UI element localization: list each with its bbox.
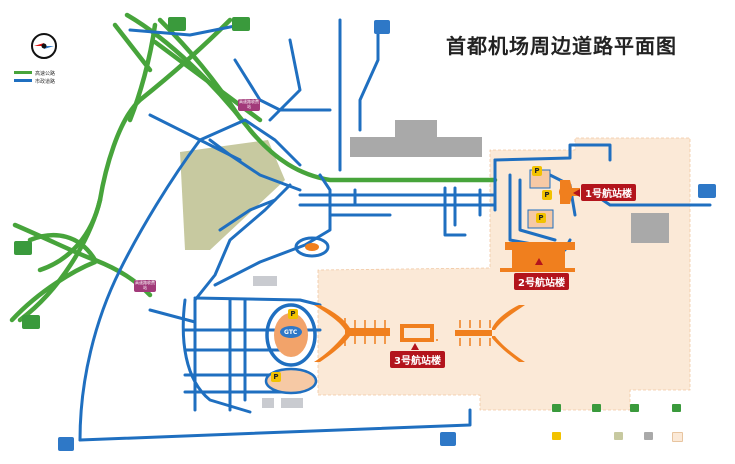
gtc-label: GTC — [284, 329, 298, 336]
legend-expressway-line — [14, 71, 32, 74]
greenbelt-area — [180, 140, 285, 250]
legend-city-road-label: 市政道路 — [35, 79, 56, 85]
legend-building-swatch — [644, 432, 653, 440]
exit-sign — [14, 241, 32, 255]
toll-station-sign-top: 高速路收费站 — [238, 99, 260, 111]
legend-city-road-line — [14, 79, 32, 82]
exit-sign — [22, 315, 40, 329]
building-mid — [253, 276, 277, 286]
building-north — [350, 137, 482, 157]
terminal-3-label: 3号航站楼 — [390, 351, 445, 368]
building-south-2 — [281, 398, 303, 408]
parking-icon: P — [271, 372, 281, 382]
arrow-up-icon — [411, 343, 419, 350]
exit-sign — [698, 184, 716, 198]
toll-station-sign-left: 高速路收费站 — [134, 280, 156, 292]
legend-parking-icon — [552, 432, 561, 440]
exit-sign — [232, 17, 250, 31]
parking-icon: P — [532, 166, 542, 176]
parking-icon: P — [536, 213, 546, 223]
legend-bus-icon — [630, 404, 639, 412]
city-roads — [78, 18, 712, 442]
gtc-ring — [265, 303, 317, 367]
building-east — [631, 213, 669, 243]
parking-icon: P — [542, 190, 552, 200]
terminal-1-label: 1号航站楼 — [581, 184, 636, 201]
exit-sign — [58, 437, 74, 451]
terminal-3-piers — [344, 318, 491, 346]
ring-north-inner — [305, 243, 319, 251]
exit-sign — [168, 17, 186, 31]
building-south-1 — [262, 398, 274, 408]
terminal-2 — [500, 242, 575, 272]
terminal-1 — [559, 180, 580, 204]
terminal-3 — [314, 305, 525, 362]
building-north-top — [395, 120, 437, 138]
legend-airplane-icon — [592, 404, 601, 412]
arrow-up-icon — [535, 258, 543, 265]
compass-icon — [31, 33, 57, 59]
legend-bus-icon — [672, 404, 681, 412]
exit-sign — [374, 20, 390, 34]
map-title: 首都机场周边道路平面图 — [446, 34, 677, 58]
legend-bus-icon — [552, 404, 561, 412]
exit-sign — [440, 432, 456, 446]
terminal-2-label: 2号航站楼 — [514, 273, 569, 290]
legend-greenbelt-swatch — [614, 432, 623, 440]
ring-north — [294, 236, 330, 258]
gtc-badge — [280, 326, 302, 338]
parking-icon: P — [288, 309, 298, 319]
legend-airport-swatch — [672, 432, 683, 442]
arrow-left-icon — [573, 189, 580, 197]
legend-expressway-label: 高速公路 — [35, 71, 56, 77]
